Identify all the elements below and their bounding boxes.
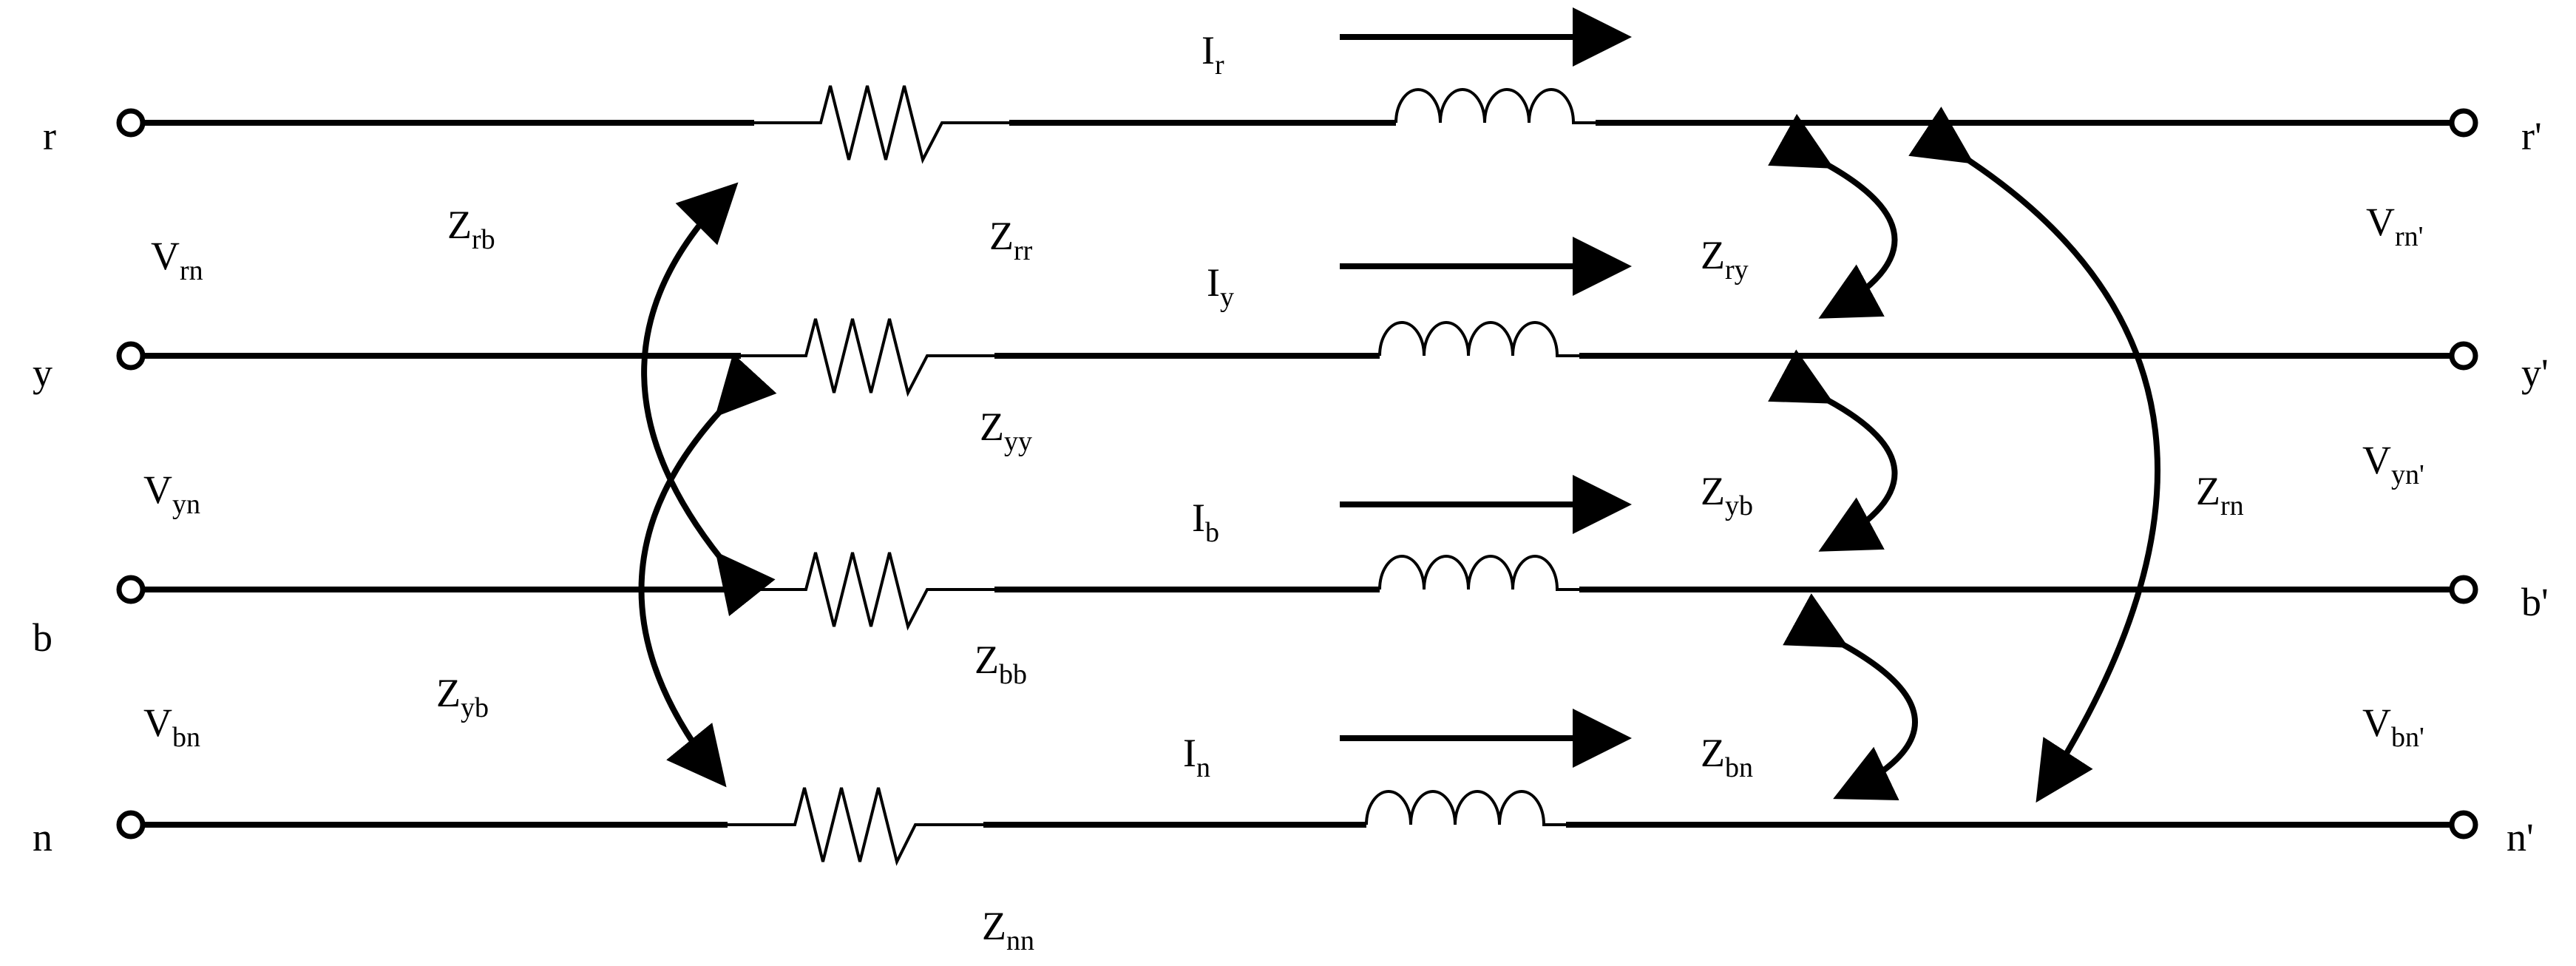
- voltage-label-bn-prime: Vbn': [2362, 700, 2424, 753]
- current-label-n: In: [1183, 731, 1210, 783]
- self-impedance-bb: Zbb: [975, 638, 1027, 690]
- voltage-label-bn: Vbn: [143, 700, 200, 753]
- voltage-label-yn-prime: Vyn': [2362, 438, 2424, 490]
- terminal-n-prime[interactable]: [2449, 810, 2478, 840]
- terminal-r-prime[interactable]: [2449, 108, 2478, 138]
- line-r: [116, 85, 2478, 164]
- coupling-arc-yb: [1768, 349, 1898, 552]
- current-label-b: Ib: [1192, 496, 1219, 548]
- resistor-y: [741, 318, 994, 397]
- line-b: [116, 552, 2478, 631]
- resistor-n: [728, 787, 983, 866]
- coupling-arc-yn: [638, 353, 777, 788]
- terminal-b[interactable]: [116, 575, 146, 604]
- terminal-b-prime[interactable]: [2449, 575, 2478, 604]
- mutual-impedance-rb: Zrb: [447, 203, 495, 255]
- mutual-impedance-rn: Zrn: [2196, 469, 2244, 521]
- terminal-label-b-prime: b': [2521, 580, 2549, 624]
- inductor-n: [1365, 790, 1566, 826]
- coupling-arc-bn: [1783, 593, 1918, 800]
- terminal-label-n: n: [33, 815, 52, 859]
- terminal-y[interactable]: [116, 341, 146, 371]
- terminal-r[interactable]: [116, 108, 146, 138]
- terminal-label-b: b: [33, 615, 52, 660]
- line-n: [116, 787, 2478, 866]
- self-impedance-yy: Zyy: [980, 405, 1032, 457]
- coupling-arc-rn: [1908, 107, 2161, 803]
- inductor-b: [1378, 555, 1579, 591]
- mutual-impedance-ry: Zry: [1701, 233, 1749, 286]
- inductor-r: [1394, 88, 1596, 124]
- voltage-label-rn: Vrn: [151, 234, 203, 286]
- resistor-b: [741, 552, 994, 631]
- self-impedance-rr: Zrr: [989, 214, 1033, 266]
- current-label-r: Ir: [1201, 28, 1224, 81]
- resistor-r: [754, 85, 1009, 164]
- mutual-impedance-yb-right: Zyb: [1701, 469, 1753, 521]
- current-label-y: Iy: [1207, 260, 1234, 313]
- terminal-label-y: y: [33, 351, 52, 395]
- terminal-label-r-prime: r': [2521, 114, 2542, 158]
- voltage-label-yn: Vyn: [143, 467, 200, 520]
- self-impedance-nn: Znn: [982, 904, 1034, 956]
- mutual-impedance-bn: Zbn: [1701, 731, 1753, 783]
- terminal-n[interactable]: [116, 810, 146, 840]
- mutual-impedance-yb-left: Zyb: [436, 671, 489, 723]
- terminal-label-y-prime: y': [2521, 351, 2549, 395]
- terminal-y-prime[interactable]: [2449, 341, 2478, 371]
- line-y: [116, 318, 2478, 397]
- terminal-label-r: r: [43, 114, 56, 158]
- inductor-y: [1378, 321, 1579, 357]
- coupling-arc-ry: [1768, 113, 1898, 319]
- terminal-label-n-prime: n': [2506, 815, 2534, 859]
- voltage-label-rn-prime: Vrn': [2366, 200, 2424, 252]
